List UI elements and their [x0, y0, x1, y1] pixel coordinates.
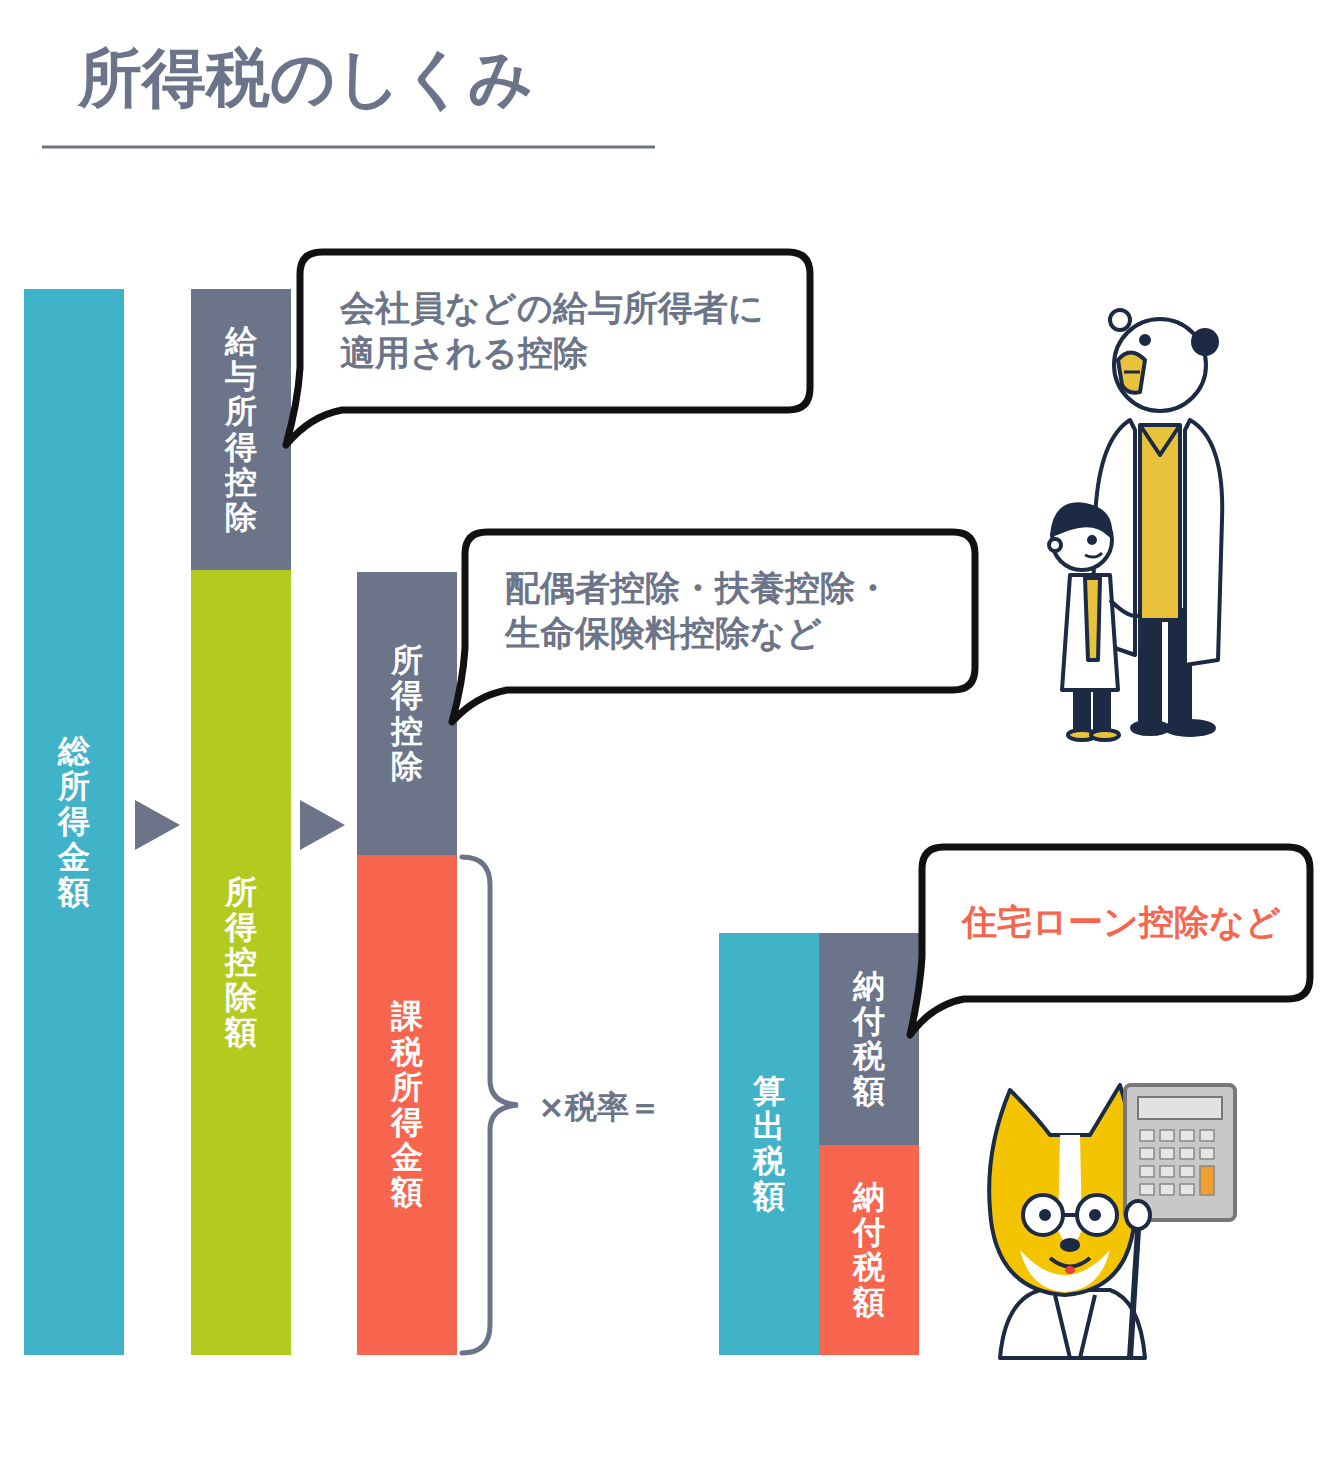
- formula-label: ×税率＝: [538, 1086, 661, 1130]
- bar-segment: 総所得金額: [24, 289, 124, 1355]
- bar-label: 総所得金額: [58, 734, 90, 910]
- flow-triangle: [300, 800, 345, 850]
- callout-text: 住宅ローン控除など: [962, 900, 1292, 946]
- callout-text: 会社員などの給与所得者に 適用される控除: [340, 286, 780, 377]
- bar-label: 算出税額: [753, 1074, 785, 1215]
- diagram-title: 所得税のしくみ: [78, 40, 534, 117]
- bar-label: 納付税額: [853, 969, 885, 1110]
- bar-label: 所得控除: [391, 643, 423, 784]
- bar-label: 所得控除額: [225, 875, 257, 1051]
- brace: [462, 857, 518, 1353]
- flow-triangle: [135, 800, 180, 850]
- cat-figure: [989, 1085, 1235, 1358]
- bubble-shape: [910, 847, 1310, 1035]
- bar-label: 課税所得金額: [391, 999, 423, 1210]
- bar-label: 給与所得控除: [225, 324, 257, 535]
- bar-segment: 所得控除額: [191, 570, 291, 1355]
- bubble-shape: [452, 532, 975, 722]
- callout-bubble: 会社員などの給与所得者に 適用される控除: [300, 252, 810, 410]
- bubble-shape: [286, 252, 810, 445]
- child-figure: [1049, 504, 1140, 740]
- bar-segment: 給与所得控除: [191, 289, 291, 570]
- callout-bubble: 住宅ローン控除など: [922, 847, 1310, 999]
- bar-segment: 納付税額: [819, 933, 919, 1145]
- callout-bubble: 配偶者控除・扶養控除・ 生命保険料控除など: [465, 532, 975, 690]
- bar-segment: 算出税額: [719, 933, 819, 1355]
- bar-segment: 納付税額: [819, 1145, 919, 1355]
- callout-text: 配偶者控除・扶養控除・ 生命保険料控除など: [505, 566, 905, 657]
- title-underline: [42, 146, 655, 149]
- bar-segment: 所得控除: [357, 572, 457, 855]
- bar-segment: 課税所得金額: [357, 855, 457, 1355]
- bar-label: 納付税額: [853, 1180, 885, 1321]
